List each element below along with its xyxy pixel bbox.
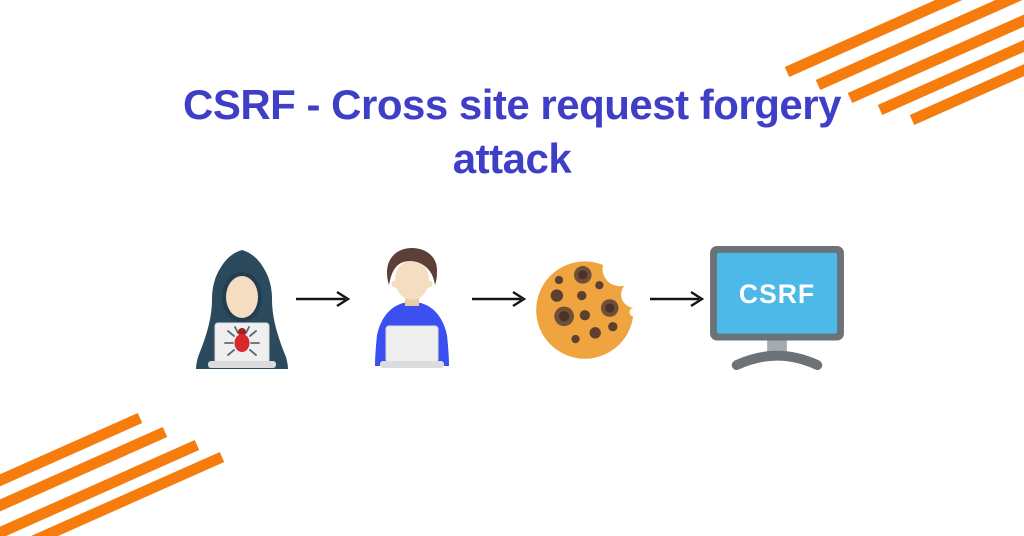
monitor-label: CSRF — [739, 279, 815, 309]
bug-icon — [224, 326, 260, 356]
stripes-bottom-left-icon — [0, 412, 225, 536]
cookie-body — [536, 261, 634, 359]
user-face — [395, 260, 429, 300]
user-laptop — [385, 325, 439, 363]
arrow-right-icon — [472, 290, 527, 308]
cookie-bite — [602, 251, 647, 317]
page-title-line1: CSRF - Cross site request forgery — [182, 81, 842, 128]
user-laptop-base — [380, 361, 444, 368]
hacker-icon — [196, 250, 288, 369]
hacker-laptop-base — [208, 361, 276, 368]
page-title-line2: attack — [452, 134, 572, 182]
monitor-stand-base — [731, 350, 823, 371]
cookie-chips — [550, 266, 619, 344]
attack-flow-diagram: CSRF — [191, 242, 845, 374]
arrow-right-icon — [650, 290, 705, 308]
hacker-face — [226, 276, 258, 318]
user-hair — [387, 248, 437, 285]
monitor-screen — [716, 252, 838, 334]
user-icon — [375, 248, 449, 368]
monitor-icon: CSRF — [710, 245, 844, 371]
cookie-icon — [536, 251, 647, 359]
arrow-right-icon — [296, 290, 351, 308]
page-title: CSRF - Cross site request forgery attack — [0, 78, 1024, 186]
